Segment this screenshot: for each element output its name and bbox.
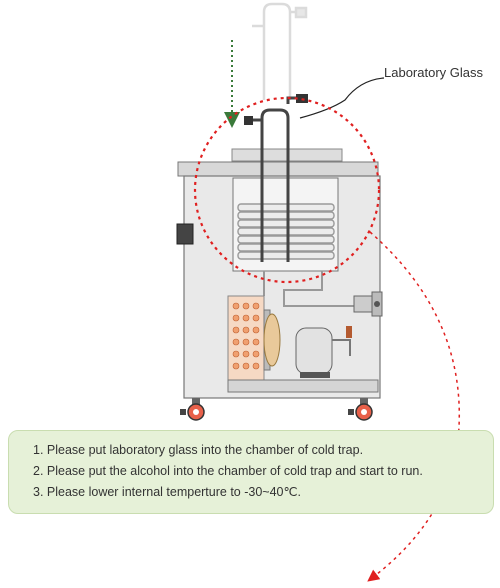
glass-connector-top [296,94,308,103]
glass-tube-ghost [252,2,308,100]
cabinet-base [227,379,379,393]
cooling-coil [237,203,335,260]
fan [263,309,281,371]
compressor [295,326,352,378]
caster-left [180,398,205,421]
instruction-step-1: 1. Please put laboratory glass into the … [33,443,364,457]
caster-right [348,398,373,421]
glass-connector-side [244,116,253,125]
drain-valve [353,291,383,317]
instruction-step-3: 3. Please lower internal temperture to -… [33,485,301,499]
highlight-circle [193,96,381,284]
callout-label: Laboratory Glass [384,65,483,80]
highlight-arrow [367,231,460,582]
condenser [227,295,265,385]
side-handle [176,223,194,245]
callout-leader [299,77,385,119]
cabinet-top [177,161,379,177]
instruction-box: 1. Please put laboratory glass into the … [8,430,494,514]
drain-piping [263,271,356,307]
instruction-step-2: 2. Please put the alcohol into the chamb… [33,464,423,478]
